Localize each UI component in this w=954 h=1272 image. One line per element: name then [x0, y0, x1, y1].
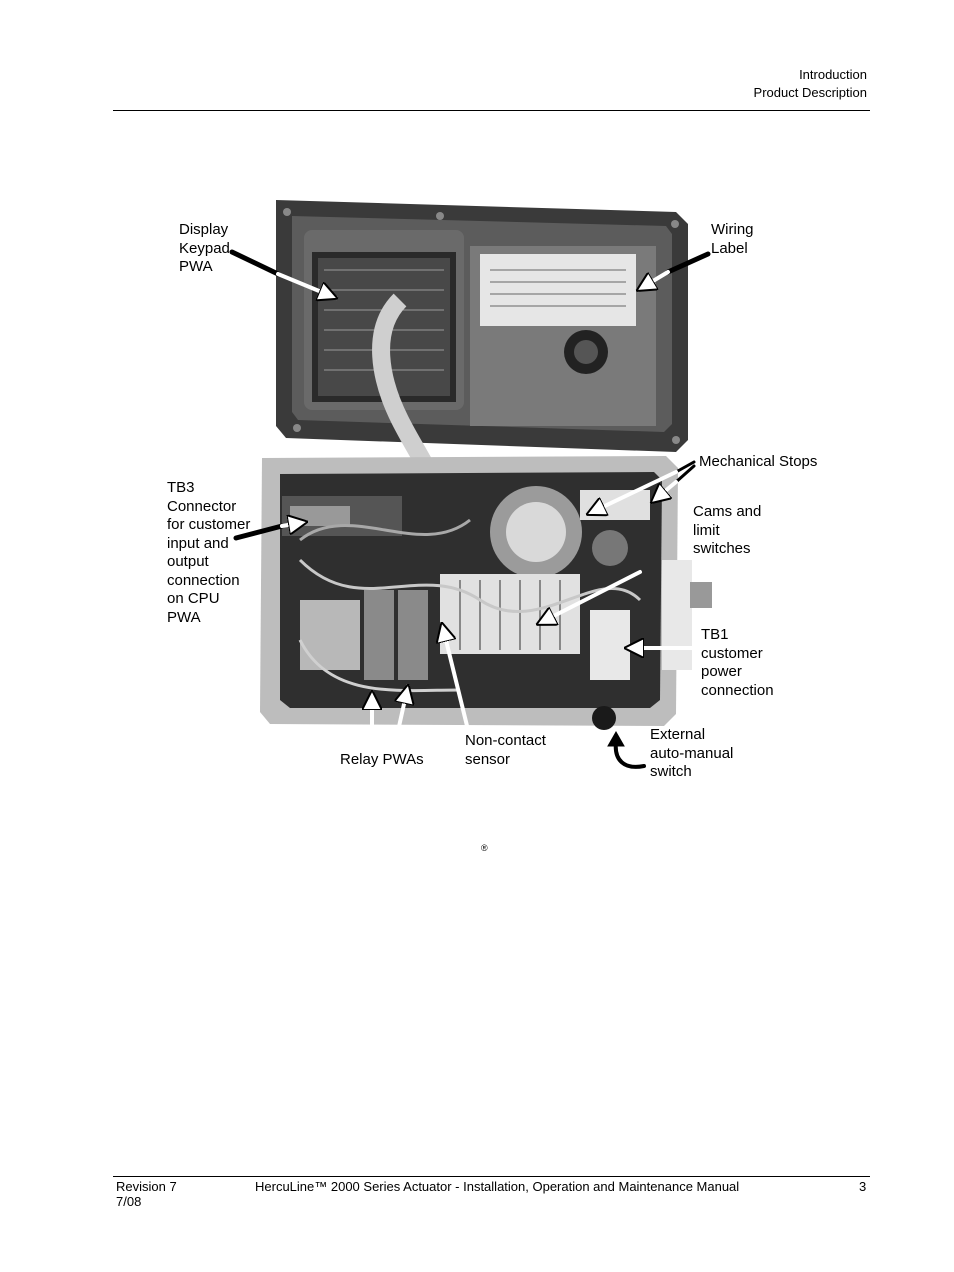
callout-tb1-customer-power: TB1 customer power connection [701, 626, 774, 699]
cover-illustration [276, 200, 688, 521]
callout-arrows [229, 249, 711, 769]
callout-wiring-label: Wiring Label [711, 221, 754, 257]
page-header: Introduction Product Description [754, 66, 867, 102]
arrow-relay [372, 686, 408, 742]
callout-mechanical-stops: Mechanical Stops [699, 453, 818, 470]
callout-relay-pwas: Relay PWAs [340, 751, 424, 768]
arrow-tb3 [233, 522, 306, 541]
callout-external-switch: External auto-manual switch [650, 726, 734, 780]
arrow-display-keypad [229, 249, 336, 298]
callout-tb3-connector: TB3 Connector for customer input and out… [167, 479, 251, 626]
callout-display-keypad: Display Keypad PWA [179, 221, 230, 275]
footer-date: 7/08 [116, 1194, 142, 1209]
arrow-non-contact [442, 624, 472, 740]
arrow-cams [538, 570, 642, 626]
arrow-external-switch [607, 730, 646, 769]
footer-revision: Revision 7 [116, 1179, 177, 1194]
footer-page-number: 3 [859, 1179, 867, 1194]
callout-cams-limit-switches: Cams and limit switches [693, 503, 762, 557]
arrow-wiring-label [638, 251, 711, 290]
header-subsection: Product Description [753, 85, 867, 100]
footer-title: HercuLine™ 2000 Series Actuator - Instal… [255, 1179, 740, 1194]
header-section: Introduction [799, 67, 867, 82]
registered-mark: ® [481, 843, 488, 853]
footer-rule [113, 1176, 870, 1177]
footer-revision-block: Revision 7 7/08 [116, 1179, 177, 1209]
arrow-mechanical-stops [588, 460, 696, 514]
header-rule [113, 110, 870, 111]
callout-non-contact-sensor: Non-contact sensor [465, 732, 546, 768]
housing-illustration [260, 456, 712, 730]
